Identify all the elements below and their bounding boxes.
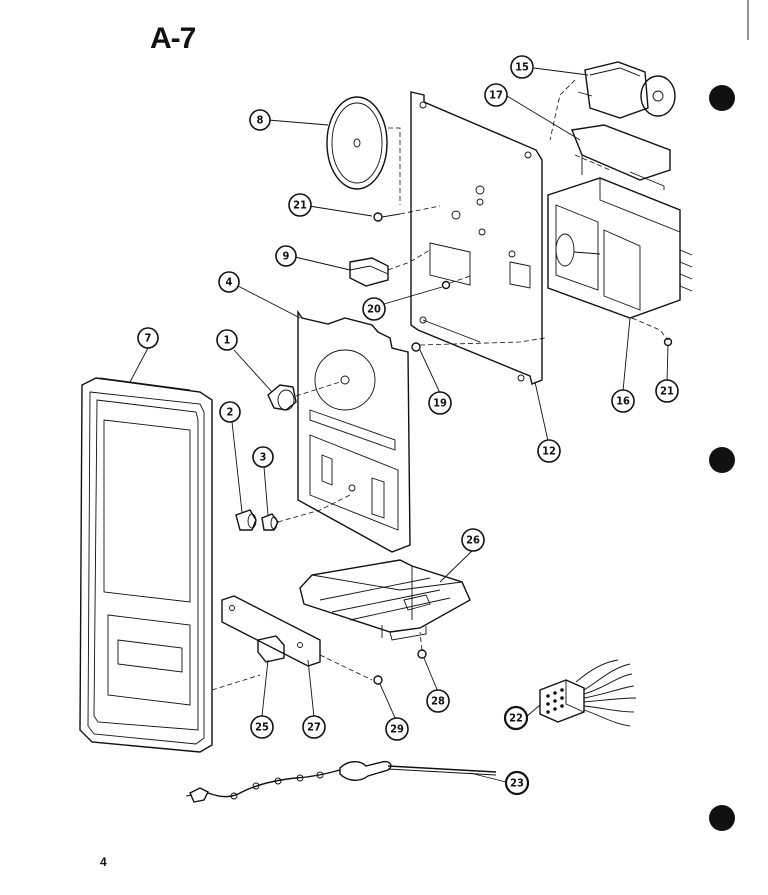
callout-26: 26 — [461, 528, 485, 552]
callout-20: 20 — [362, 297, 386, 321]
callout-3: 3 — [252, 446, 274, 468]
callout-4: 4 — [218, 271, 240, 293]
part-9-clip — [349, 249, 431, 287]
part-20-screw — [441, 275, 471, 290]
part-29-screw — [373, 675, 383, 685]
callout-28: 28 — [426, 689, 450, 713]
part-3-button — [261, 494, 351, 531]
callout-22: 22 — [503, 705, 529, 731]
part-8-disc — [326, 96, 401, 205]
svg-text:21: 21 — [660, 385, 674, 398]
callout-16: 16 — [611, 389, 635, 413]
callout-25: 25 — [250, 715, 274, 739]
svg-text:27: 27 — [307, 721, 321, 734]
callout-12: 12 — [537, 439, 561, 463]
callout-9: 9 — [275, 245, 297, 267]
svg-text:12: 12 — [542, 445, 556, 458]
svg-text:19: 19 — [433, 397, 447, 410]
callout-21-right: 21 — [655, 379, 679, 403]
svg-text:20: 20 — [367, 303, 381, 316]
part-4-control-panel — [297, 309, 411, 553]
svg-text:16: 16 — [616, 395, 630, 408]
part-21-screw-upper — [373, 205, 441, 222]
svg-text:3: 3 — [260, 451, 267, 464]
svg-text:4: 4 — [226, 276, 233, 289]
svg-text:26: 26 — [466, 534, 480, 547]
page-number: 4 — [100, 855, 107, 869]
part-23-power-cord — [185, 760, 497, 803]
part-16-transformer-block — [547, 177, 693, 341]
svg-text:8: 8 — [257, 114, 264, 127]
callout-8: 8 — [249, 109, 271, 131]
binder-hole-middle — [709, 447, 735, 473]
svg-text:7: 7 — [145, 332, 152, 345]
callout-15: 15 — [510, 55, 534, 79]
part-7-door-frame — [79, 377, 213, 753]
svg-text:23: 23 — [510, 777, 524, 790]
svg-text:28: 28 — [431, 695, 445, 708]
svg-text:25: 25 — [255, 721, 269, 734]
part-22-wire-harness — [539, 659, 637, 727]
part-26-switch-bracket — [299, 559, 471, 641]
part-28-screw — [417, 631, 427, 659]
part-21-screw-right — [663, 337, 673, 347]
part-27-mounting-strip — [211, 595, 373, 691]
diagram-title: A-7 — [150, 22, 196, 55]
svg-text:21: 21 — [293, 199, 307, 212]
part-25-switch — [257, 635, 285, 663]
svg-text:17: 17 — [489, 89, 503, 102]
leader-lines — [129, 67, 669, 783]
part-19-screw — [411, 337, 546, 352]
callout-2: 2 — [219, 401, 241, 423]
svg-text:22: 22 — [509, 712, 523, 725]
callout-21-upper: 21 — [288, 193, 312, 217]
binder-hole-bottom — [709, 805, 735, 831]
svg-text:1: 1 — [224, 334, 231, 347]
binder-hole-top — [709, 85, 735, 111]
part-12-chassis-plate — [410, 91, 543, 385]
callout-7: 7 — [137, 327, 159, 349]
callout-1: 1 — [216, 329, 238, 351]
callout-27: 27 — [302, 715, 326, 739]
svg-text:29: 29 — [390, 723, 404, 736]
callout-17: 17 — [484, 83, 508, 107]
callout-23: 23 — [504, 770, 530, 796]
callout-29: 29 — [385, 717, 409, 741]
part-17-bracket — [571, 124, 671, 190]
svg-text:2: 2 — [227, 406, 234, 419]
callout-19: 19 — [428, 391, 452, 415]
svg-text:15: 15 — [515, 61, 529, 74]
part-15-timer-motor — [549, 61, 676, 141]
part-2-button — [235, 509, 257, 531]
part-1-knob — [267, 381, 341, 411]
svg-text:9: 9 — [283, 250, 290, 263]
